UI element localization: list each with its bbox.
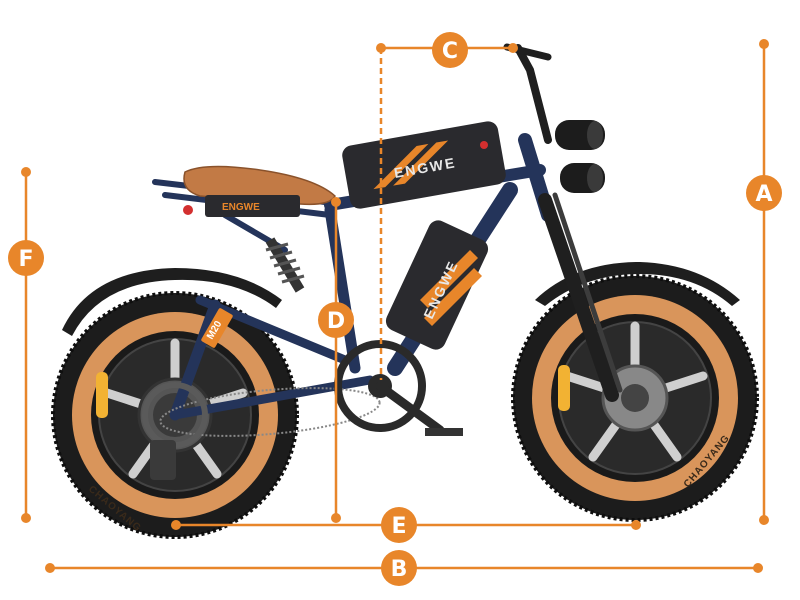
rear-battery-pack xyxy=(205,195,300,217)
rear-fender xyxy=(62,268,282,336)
dimension-badge-c: C xyxy=(432,32,468,68)
chainring xyxy=(334,340,426,432)
dimension-badge-a: A xyxy=(746,175,782,211)
badge-label-a: A xyxy=(755,182,772,207)
top-battery: ENGWE xyxy=(342,121,506,209)
badge-label-d: D xyxy=(327,309,345,334)
front-wheel: CHAOYANG xyxy=(511,274,759,522)
badge-label-b: B xyxy=(391,557,408,582)
front-fork xyxy=(538,192,623,402)
badge-label-f: F xyxy=(18,247,33,272)
dimension-badge-f: F xyxy=(8,240,44,276)
down-tube-battery: ENGWE xyxy=(385,220,489,350)
dimension-endpoints xyxy=(21,39,769,573)
handlebar xyxy=(503,43,552,144)
rear-logo: ENGWE xyxy=(222,202,260,213)
front-fender xyxy=(535,262,740,306)
dimension-badge-e: E xyxy=(381,507,417,543)
badge-label-c: C xyxy=(442,39,458,64)
model-decal: M20 xyxy=(201,308,233,348)
rear-shock xyxy=(265,237,305,293)
drivetrain xyxy=(142,340,463,480)
derailleur xyxy=(150,440,176,480)
seat xyxy=(183,165,336,206)
dimension-badge-d: D xyxy=(318,302,354,338)
tail-light xyxy=(183,205,193,215)
headlights xyxy=(555,120,605,193)
badge-label-e: E xyxy=(391,514,406,539)
dimension-badge-b: B xyxy=(381,550,417,586)
